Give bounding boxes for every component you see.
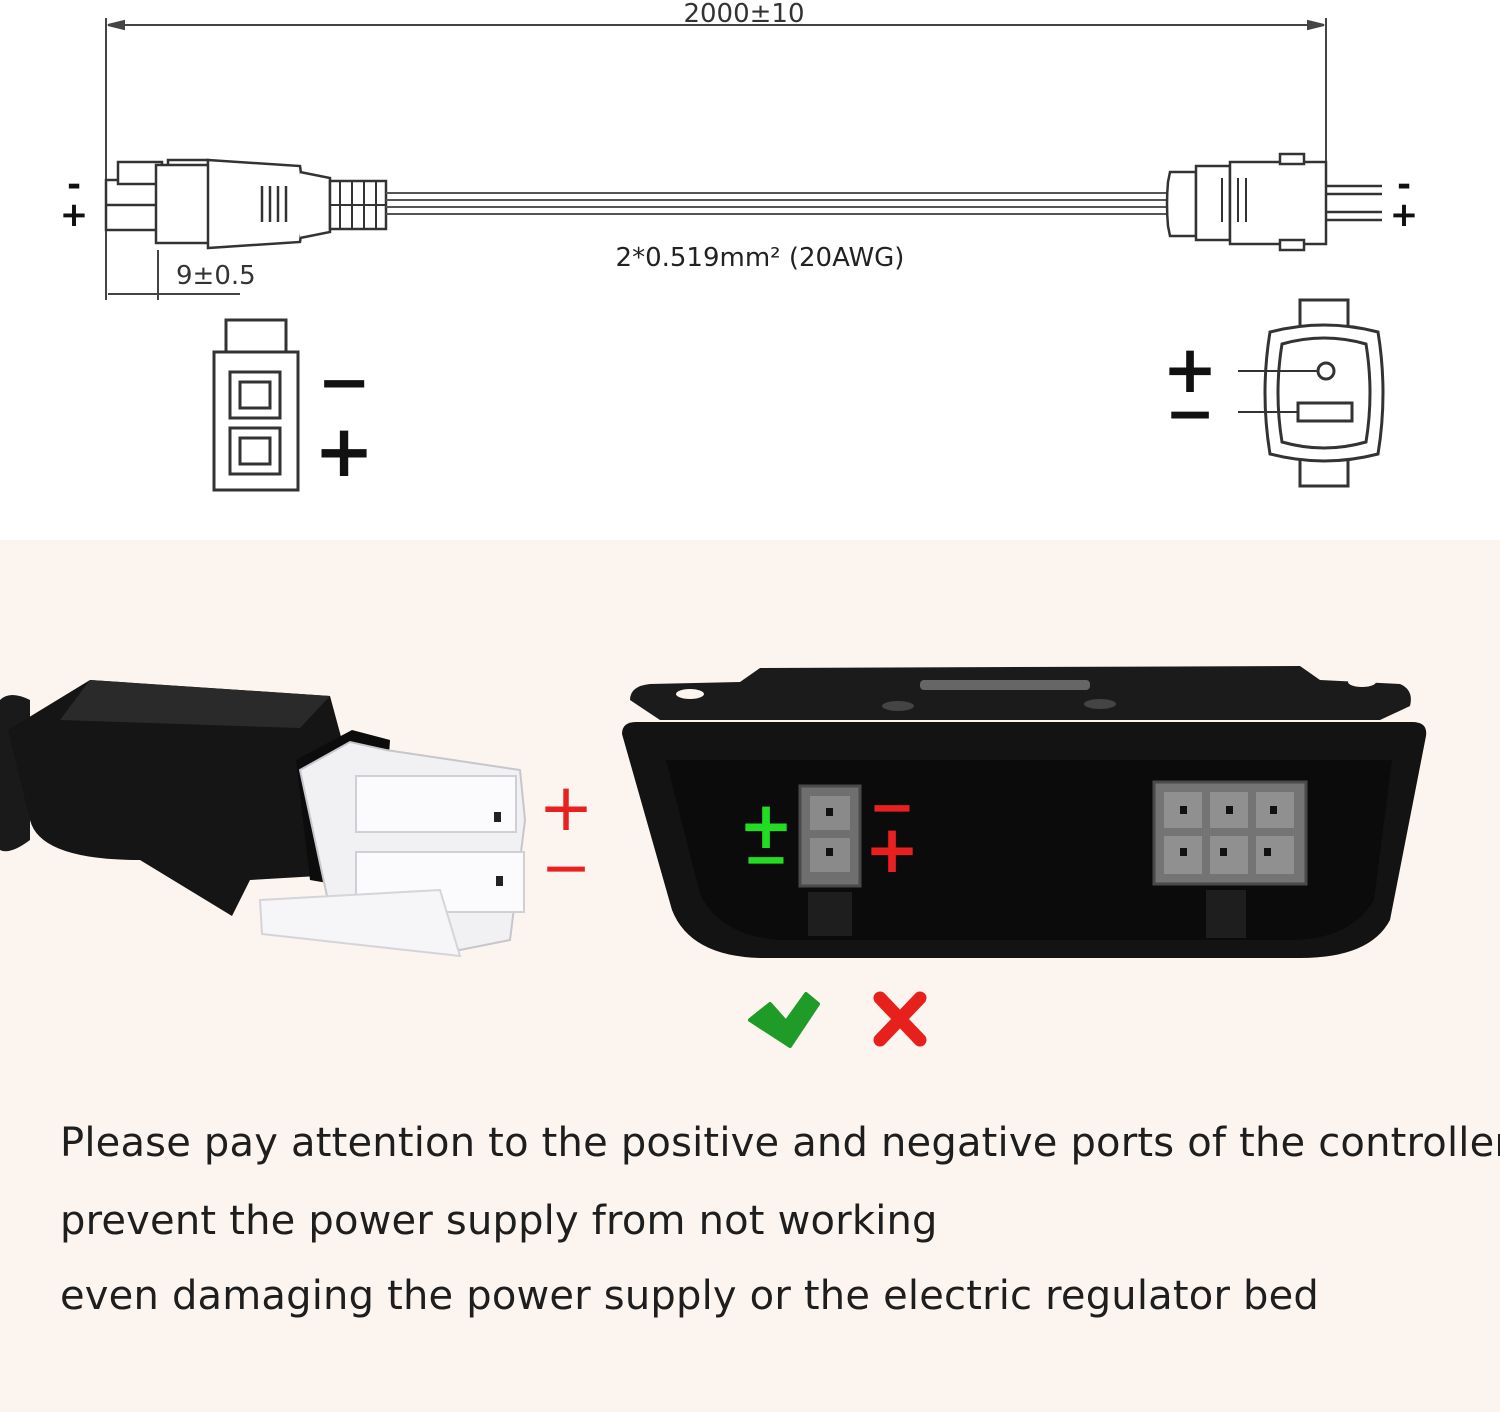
right-pin-bottom-label: + [1390,195,1419,235]
right-face-bottom-label: − [1165,379,1215,449]
plug-photo [0,680,527,958]
controller-correct-bottom-label: − [743,827,790,892]
controller-wrong-top-label: − [869,775,916,840]
wire-spec-label: 2*0.519mm² (20AWG) [616,243,905,273]
caption-line-2: prevent the power supply from not workin… [60,1198,938,1244]
left-plug-drawing [104,158,388,250]
overall-length-dimension [105,18,1327,300]
left-pin-bottom-label: + [60,195,89,235]
tip-dimension-label: 9±0.5 [176,261,256,291]
plug-top-label: + [538,769,593,846]
tip-dimension [108,250,240,300]
left-face-top-label: − [317,346,371,420]
controller-correct-top-label: + [738,787,793,864]
cross-icon [873,991,927,1047]
cable-drawing [386,192,1168,215]
controller-wrong-bottom-label: + [864,811,919,888]
left-face-bottom-label: + [314,409,374,493]
right-plug-drawing [1165,152,1382,252]
plug-bottom-label: − [541,833,591,903]
left-pin-top-label: - [67,165,81,205]
left-plug-face [212,318,300,492]
controller-photo [622,666,1427,958]
caption-line-1: Please pay attention to the positive and… [60,1120,1500,1166]
length-label: 2000±10 [683,0,804,29]
caption-line-3: even damaging the power supply or the el… [60,1273,1319,1319]
right-plug-face [1238,298,1385,488]
right-pin-top-label: - [1397,165,1411,205]
right-face-top-label: + [1162,331,1217,408]
check-icon [748,992,820,1048]
